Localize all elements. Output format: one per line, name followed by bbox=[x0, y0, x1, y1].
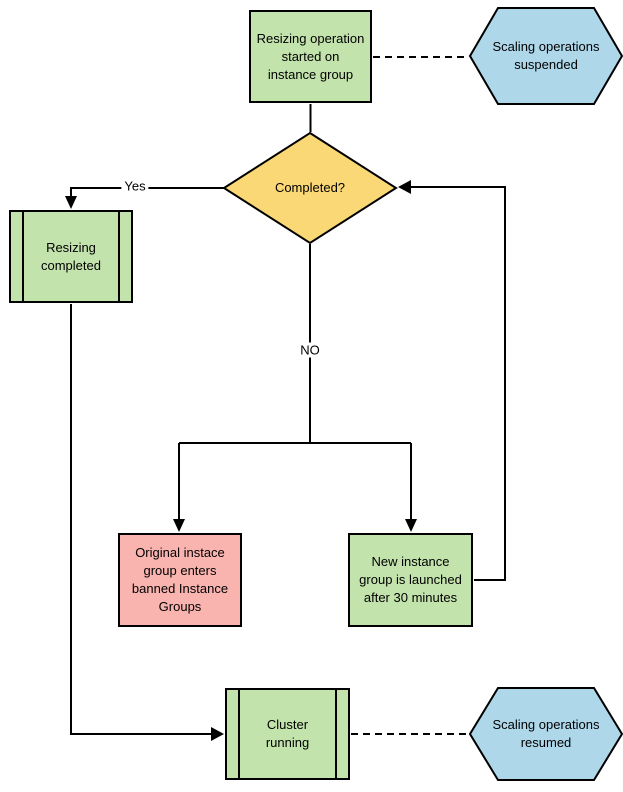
node-resize-start: Resizing operation started on instance g… bbox=[249, 10, 372, 103]
node-banned-group: Original instace group enters banned Ins… bbox=[118, 533, 242, 627]
predefined-bar-right bbox=[335, 690, 337, 778]
node-scaling-resumed-label: Scaling operations resumed bbox=[492, 717, 600, 750]
node-resizing-completed-label: Resizing completed bbox=[41, 239, 101, 273]
node-resize-start-label: Resizing operation started on instance g… bbox=[256, 30, 365, 82]
node-new-group: New instance group is launched after 30 … bbox=[348, 533, 473, 627]
node-scaling-suspended: Scaling operations suspended bbox=[470, 8, 622, 104]
decision-diamond-shape bbox=[222, 131, 398, 245]
predefined-bar-left bbox=[22, 212, 24, 301]
predefined-bar-left bbox=[238, 690, 240, 778]
edge-loopback bbox=[411, 186, 506, 581]
edge-completed-to-cluster bbox=[70, 304, 211, 735]
node-banned-group-label: Original instace group enters banned Ins… bbox=[131, 545, 229, 614]
arrowhead-cluster bbox=[211, 727, 224, 741]
arrowhead-no-left bbox=[173, 519, 185, 532]
arrowhead-no-right bbox=[405, 519, 417, 532]
node-resizing-completed: Resizing completed bbox=[9, 210, 133, 303]
node-completed-decision-label: Completed? bbox=[274, 180, 346, 195]
edge-no bbox=[178, 244, 412, 520]
edge-yes bbox=[70, 187, 224, 197]
predefined-bar-right bbox=[118, 212, 120, 301]
resumed-hexagon-shape bbox=[468, 687, 623, 781]
edge-label-yes: Yes bbox=[121, 178, 149, 194]
arrowhead-yes bbox=[65, 196, 77, 209]
edge-label-no: NO bbox=[297, 342, 323, 358]
arrowhead-loopback bbox=[398, 180, 411, 194]
node-cluster-running-label: Cluster running bbox=[265, 717, 310, 750]
node-scaling-resumed: Scaling operations resumed bbox=[470, 688, 622, 780]
node-new-group-label: New instance group is launched after 30 … bbox=[359, 554, 462, 605]
node-cluster-running: Cluster running bbox=[225, 688, 350, 780]
suspended-hexagon-shape bbox=[468, 7, 623, 105]
node-completed-decision: Completed? bbox=[224, 133, 396, 243]
node-scaling-suspended-label: Scaling operations suspended bbox=[492, 39, 600, 72]
